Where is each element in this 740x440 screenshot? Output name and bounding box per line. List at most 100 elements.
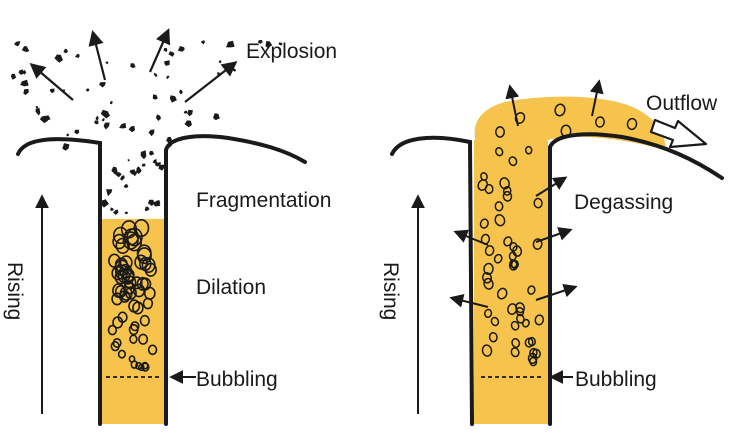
bubble <box>481 271 493 284</box>
bubble <box>512 245 523 257</box>
left-ground-and-conduit <box>16 137 102 426</box>
bubble <box>554 103 566 117</box>
fragment <box>232 68 237 72</box>
explosive-eruption-panel: Explosion Fragmentation Dilation Bubblin… <box>3 28 337 426</box>
bubble <box>560 124 572 138</box>
fragment <box>183 110 188 114</box>
effusive-eruption-panel: Outflow Degassing Bubbling Rising <box>379 79 724 426</box>
fragment <box>265 41 273 48</box>
label-degassing: Degassing <box>574 191 673 214</box>
left-bubbles <box>107 219 158 372</box>
bubble <box>484 245 495 257</box>
explosion-arrow <box>148 28 171 73</box>
fragment <box>111 166 118 175</box>
explosion-arrow <box>184 61 238 103</box>
bubble <box>479 218 489 229</box>
bubble <box>524 337 534 348</box>
fragment <box>148 199 155 206</box>
bubble <box>521 318 530 328</box>
fragment <box>101 118 105 122</box>
fragment <box>179 89 183 95</box>
fragment <box>106 189 113 197</box>
degassing-arrows <box>449 79 604 308</box>
bubble <box>120 220 138 239</box>
bubble <box>112 316 124 329</box>
fragment <box>140 150 147 160</box>
fragment <box>148 129 155 137</box>
label-dilation: Dilation <box>196 276 266 299</box>
fragment <box>153 73 158 77</box>
fragment <box>101 199 109 208</box>
bubble <box>115 237 130 255</box>
fragment <box>115 171 122 178</box>
bubble <box>527 285 536 295</box>
fragment <box>166 136 172 144</box>
gas-arrow <box>535 176 568 197</box>
bubble <box>136 247 152 265</box>
bubble <box>509 259 518 269</box>
bubble <box>139 277 152 291</box>
fragment <box>124 211 129 215</box>
fragment <box>164 60 170 66</box>
bubble <box>626 117 638 131</box>
fragment <box>226 40 235 48</box>
bubble <box>118 290 131 303</box>
bubble <box>496 287 508 300</box>
bubble <box>112 337 122 348</box>
bubble <box>493 253 503 264</box>
fragment <box>166 75 170 80</box>
explosion-arrows <box>29 28 238 103</box>
fragment <box>177 46 185 52</box>
fragment <box>135 168 142 174</box>
bubble <box>128 324 139 336</box>
bubble <box>510 347 520 358</box>
fragment <box>133 171 137 177</box>
fragment <box>66 133 70 137</box>
bubble <box>484 308 493 319</box>
fragment <box>152 158 157 164</box>
fragment <box>213 113 220 121</box>
fragment <box>35 107 41 116</box>
bubble <box>128 355 136 363</box>
fragment <box>18 69 24 75</box>
fragment <box>257 40 263 44</box>
fragment <box>141 163 146 167</box>
fragment <box>21 46 30 53</box>
bubble <box>480 172 488 181</box>
label-rising-right: Rising <box>379 262 402 320</box>
bubble <box>532 348 541 359</box>
fragment <box>100 109 110 119</box>
fragment <box>120 175 125 181</box>
right-ground-and-conduit-right <box>548 132 724 426</box>
fragment <box>74 129 80 135</box>
fragment <box>278 42 283 46</box>
bubble <box>490 316 500 327</box>
bubble <box>495 147 504 157</box>
bubble <box>139 314 150 327</box>
bubble <box>529 347 538 358</box>
bubble <box>481 344 493 357</box>
fragment <box>95 115 99 121</box>
bubble <box>494 214 506 227</box>
gas-arrow <box>535 227 573 243</box>
bubble <box>129 334 138 345</box>
fragment <box>119 122 127 129</box>
bubble <box>488 331 498 343</box>
fragment <box>54 54 63 63</box>
right-ground-and-conduit <box>390 135 474 426</box>
bubble <box>515 306 525 317</box>
outflow-arrow <box>649 118 708 149</box>
fragment <box>130 63 136 68</box>
gas-arrow <box>589 79 604 117</box>
bubble <box>524 145 533 155</box>
fragment <box>200 40 205 45</box>
fragment <box>20 79 29 87</box>
fragment <box>155 162 161 167</box>
bubble <box>117 349 126 359</box>
label-rising-left: Rising <box>3 262 26 320</box>
fragment <box>184 120 192 128</box>
bubble <box>502 185 512 196</box>
label-fragmentation: Fragmentation <box>196 189 331 212</box>
fragment <box>103 122 110 130</box>
